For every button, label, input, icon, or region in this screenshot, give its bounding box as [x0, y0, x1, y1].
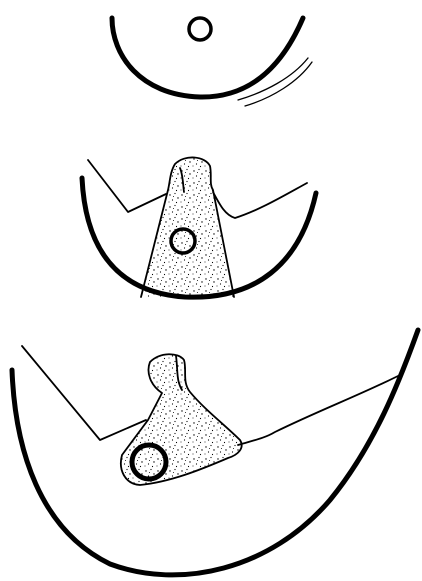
panel-top [112, 18, 312, 106]
stippled-wedge [121, 354, 242, 485]
panel-middle [82, 157, 316, 297]
inner-crease-left [22, 346, 146, 440]
inner-crease-right [213, 183, 307, 218]
inner-crease-left [88, 160, 166, 212]
panel-bottom [12, 330, 418, 575]
ring-marker [189, 18, 211, 40]
